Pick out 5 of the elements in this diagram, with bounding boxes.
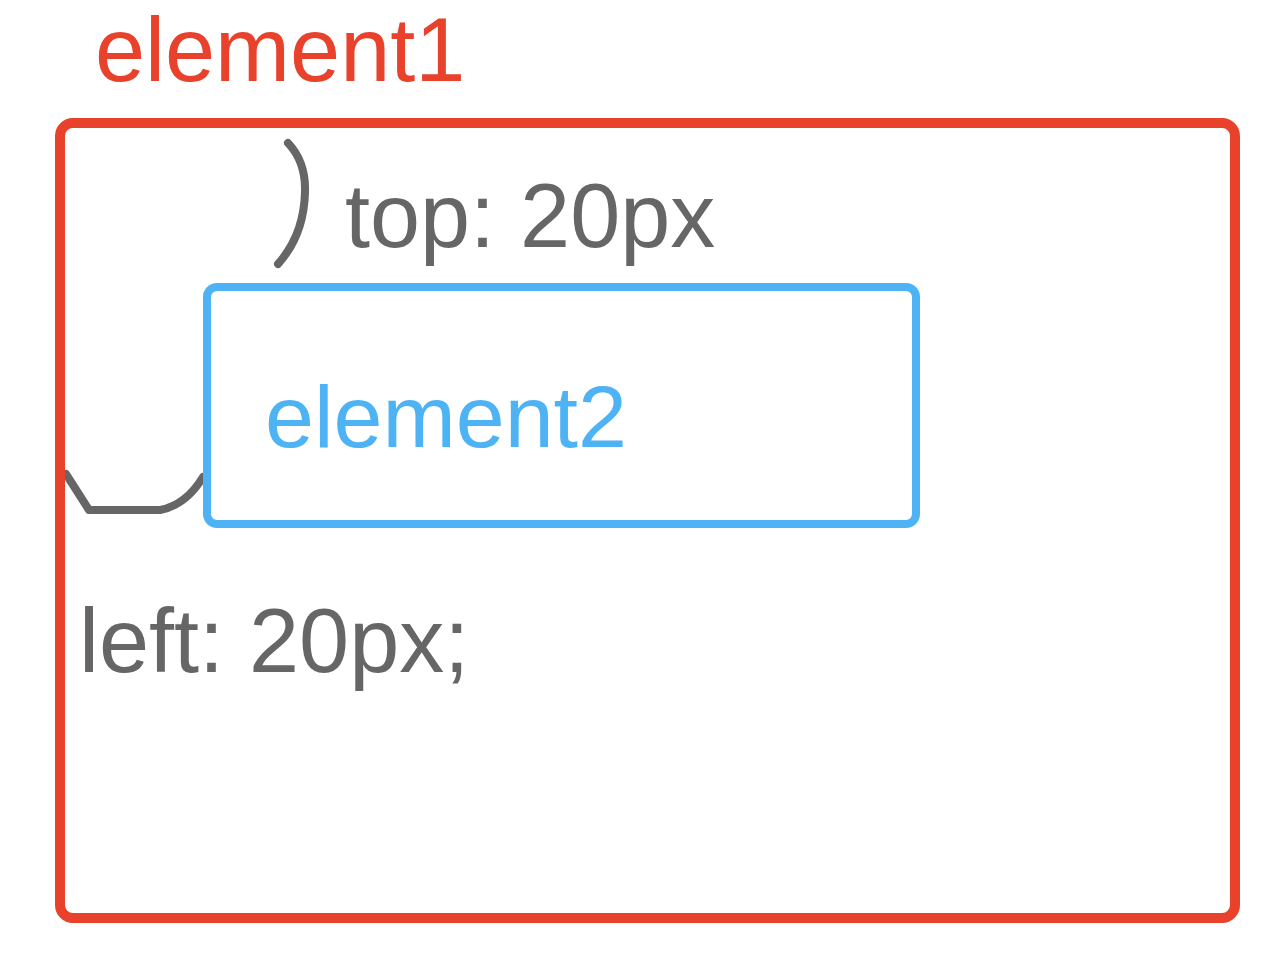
dimension-label: left: 20px; [79,591,470,691]
box-title: element1 [95,0,466,100]
inner-box [203,283,920,528]
box-label: element2 [265,367,627,467]
dimension-label: top: 20px [345,166,716,266]
